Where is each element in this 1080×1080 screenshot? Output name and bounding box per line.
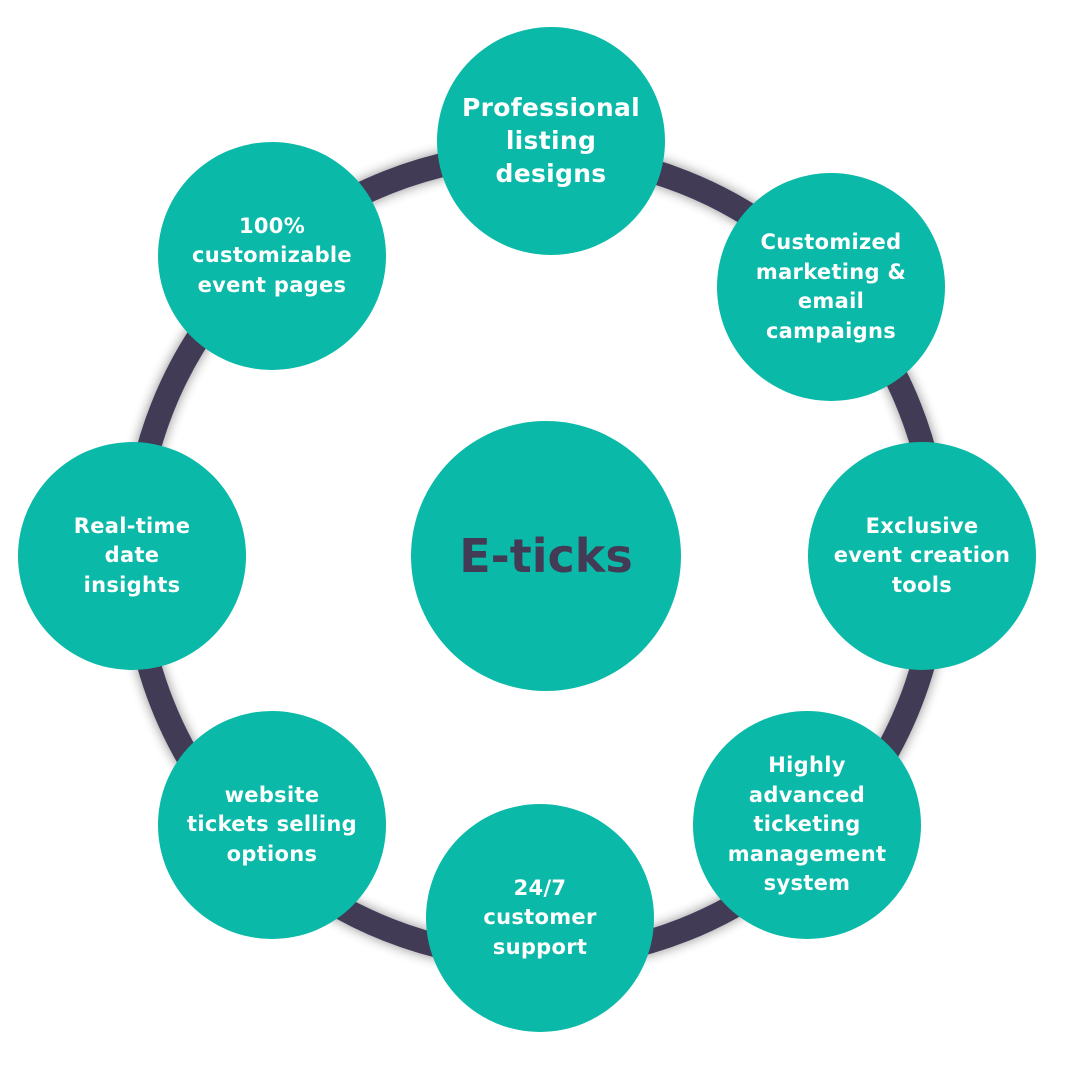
- node-label: website tickets selling options: [187, 782, 357, 866]
- node-professional-listing-designs: Professional listing designs: [437, 27, 665, 255]
- node-label: Highly advanced ticketing management sys…: [727, 753, 887, 896]
- node-customizable-pages: 100% customizable event pages: [158, 142, 386, 370]
- node-ticketing-management: Highly advanced ticketing management sys…: [693, 711, 921, 939]
- node-label: Real-time date insights: [73, 513, 191, 597]
- node-label: Customized marketing & email campaigns: [755, 230, 907, 343]
- node-label: Professional listing designs: [461, 93, 640, 188]
- node-label: 100% customizable event pages: [192, 213, 352, 297]
- node-event-creation-tools: Exclusive event creation tools: [808, 442, 1036, 670]
- node-customer-support: 24/7 customer support: [426, 804, 654, 1032]
- node-label: 24/7 customer support: [483, 875, 597, 959]
- node-website-tickets: website tickets selling options: [158, 711, 386, 939]
- node-label: Exclusive event creation tools: [833, 513, 1011, 597]
- center-hub: E-ticks: [411, 421, 681, 691]
- node-customized-marketing: Customized marketing & email campaigns: [717, 173, 945, 401]
- node-real-time-insights: Real-time date insights: [18, 442, 246, 670]
- center-label: E-ticks: [459, 529, 633, 583]
